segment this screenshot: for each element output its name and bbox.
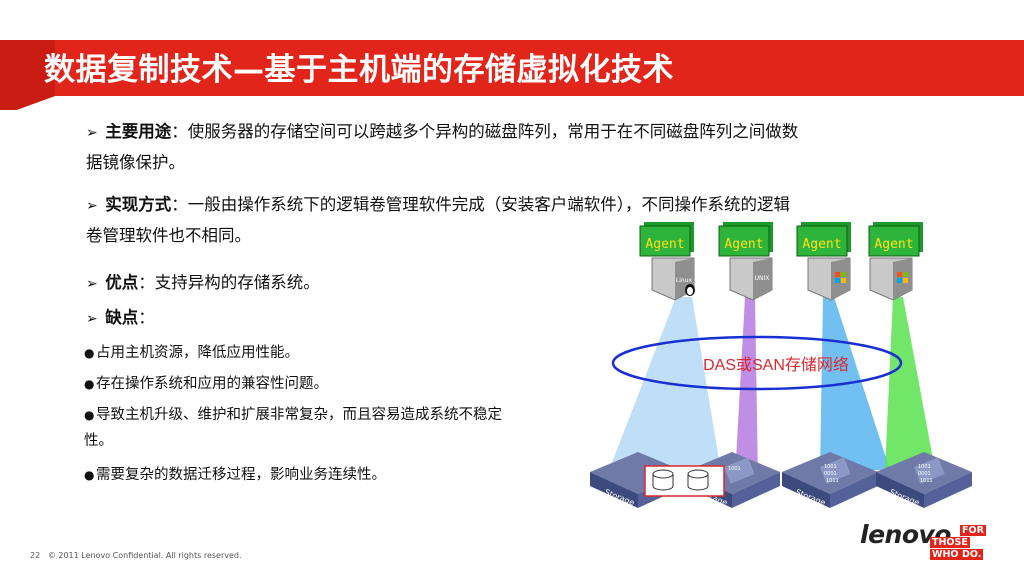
bullet-text: 一般由操作系统下的逻辑卷管理软件完成（安装客户端软件），不同操作系统的逻辑 xyxy=(187,195,790,214)
bullet-label: 主要用途 xyxy=(105,122,172,141)
network-label: DAS或SAN存储网络 xyxy=(703,355,849,374)
disk-icon xyxy=(687,469,709,491)
bullet-dot-icon: ● xyxy=(84,377,95,391)
cons-item: ●需要复杂的数据迁移过程，影响业务连续性。 xyxy=(84,462,386,488)
server-1: Agent Linux xyxy=(639,222,695,301)
svg-text:Linux: Linux xyxy=(676,277,693,284)
svg-text:1011: 1011 xyxy=(920,478,933,484)
svg-text:1011: 1011 xyxy=(826,478,839,484)
network-ellipse xyxy=(611,335,903,391)
agent-badge: Agent xyxy=(718,222,773,257)
bullet-dot-icon: ● xyxy=(84,468,95,482)
server-2: Agent UNIX xyxy=(718,222,773,301)
bullet-dot-icon: ● xyxy=(84,408,95,422)
bullet-label: 缺点 xyxy=(105,308,139,327)
svg-text:UNIX: UNIX xyxy=(755,275,770,282)
cons-item: ●存在操作系统和应用的兼容性问题。 xyxy=(84,371,328,397)
svg-text:1001: 1001 xyxy=(728,466,741,472)
data-beam xyxy=(735,297,758,478)
page-number: 22 xyxy=(30,551,41,560)
data-beam xyxy=(606,297,722,478)
bullet-main-use: ➢ 主要用途：使服务器的存储空间可以跨越多个异构的磁盘阵列，常用于在不同磁盘阵列… xyxy=(86,117,926,178)
logo-tag: THOSE xyxy=(930,537,970,548)
bullet-arrow-icon: ➢ xyxy=(86,125,98,141)
windows-logo-icon xyxy=(835,272,846,283)
logo-tag: FOR xyxy=(960,525,986,536)
server-4: Agent xyxy=(868,222,923,301)
svg-text:1001: 1001 xyxy=(824,464,837,470)
svg-text:1001: 1001 xyxy=(918,464,931,470)
agent-badge: Agent xyxy=(639,222,694,257)
bullet-advantages: ➢ 优点：支持异构的存储系统。 xyxy=(86,268,320,299)
bullet-text: 支持异构的存储系统。 xyxy=(154,273,320,292)
storage-array-4: 1001 0001 1011 Storage xyxy=(876,452,972,508)
bullet-label: 优点 xyxy=(105,273,139,292)
slide-title: 数据复制技术—基于主机端的存储虚拟化技术 xyxy=(44,52,674,88)
svg-text:0001: 0001 xyxy=(918,471,931,477)
svg-text:0001: 0001 xyxy=(824,471,837,477)
svg-text:Agent: Agent xyxy=(724,237,763,252)
storage-array-3: 1001 0001 1011 Storage xyxy=(782,452,878,508)
agent-badge: Agent xyxy=(868,222,923,257)
svg-text:Agent: Agent xyxy=(645,237,684,252)
bullet-disadvantages: ➢ 缺点： xyxy=(86,303,155,334)
bullet-dot-icon: ● xyxy=(84,346,95,360)
bullet-text-cont: 卷管理软件也不相同。 xyxy=(86,226,251,245)
data-beam xyxy=(885,297,935,470)
server-3: Agent xyxy=(796,222,851,301)
svg-text:Agent: Agent xyxy=(802,237,841,252)
bullet-arrow-icon: ➢ xyxy=(86,198,98,214)
bullet-label: 实现方式 xyxy=(105,195,172,214)
agent-badge: Agent xyxy=(796,222,851,257)
bullet-arrow-icon: ➢ xyxy=(86,276,98,292)
data-beam xyxy=(820,297,890,470)
mirrored-volume xyxy=(644,465,725,497)
copyright: © 2011 Lenovo Confidential. All rights r… xyxy=(47,551,242,560)
windows-logo-icon xyxy=(897,272,908,283)
disk-icon xyxy=(652,469,674,491)
title-banner xyxy=(0,40,1024,110)
logo-tag: WHO xyxy=(930,549,961,560)
cons-item: ●占用主机资源，降低应用性能。 xyxy=(84,340,299,366)
cons-item: ●导致主机升级、维护和扩展非常复杂，而且容易造成系统不稳定 性。 xyxy=(84,402,584,454)
bullet-text: 使服务器的存储空间可以跨越多个异构的磁盘阵列，常用于在不同磁盘阵列之间做数 xyxy=(187,122,799,141)
logo-tag: DO. xyxy=(960,549,984,560)
bullet-implementation: ➢ 实现方式：一般由操作系统下的逻辑卷管理软件完成（安装客户端软件），不同操作系… xyxy=(86,190,926,251)
bullet-text-cont: 据镜像保护。 xyxy=(86,153,185,172)
footer: 22 © 2011 Lenovo Confidential. All right… xyxy=(30,551,242,560)
svg-text:Agent: Agent xyxy=(874,237,913,252)
bullet-arrow-icon: ➢ xyxy=(86,311,98,327)
